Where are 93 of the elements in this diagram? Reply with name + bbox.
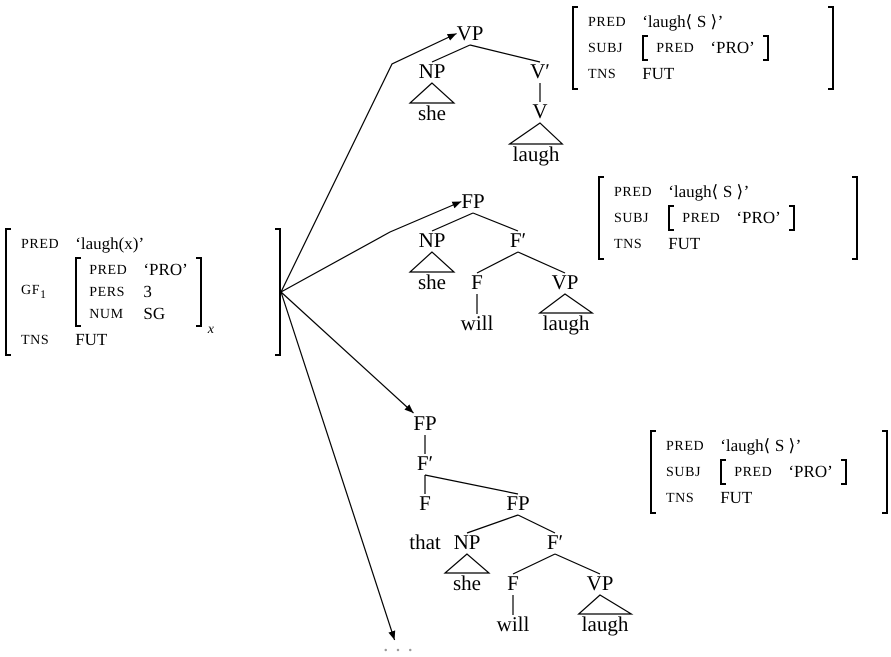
- tree-node-label: laugh: [542, 313, 590, 334]
- feature-value: ‘laugh⟨ S ⟩’: [720, 436, 802, 455]
- branch-line: [476, 294, 478, 314]
- tree-node-label: VP: [456, 23, 484, 44]
- feature-value: FUT: [720, 488, 752, 507]
- tree-node-label: will: [496, 614, 530, 635]
- feature-value: 3: [143, 282, 152, 301]
- attribute-value-matrix: [572, 6, 834, 90]
- feature-name: PRED: [682, 210, 720, 226]
- attribute-value-matrix: [668, 205, 795, 231]
- branch-line: [518, 514, 556, 534]
- constituent-triangle: [408, 82, 456, 104]
- feature-name: PRED: [656, 40, 694, 56]
- tree-node-label: she: [418, 103, 446, 124]
- feature-name: TNS: [614, 236, 642, 252]
- feature-name: TNS: [21, 332, 50, 348]
- ellipsis: · · ·: [382, 640, 414, 657]
- feature-name: PRED: [734, 464, 772, 480]
- tree-node-label: NP: [418, 61, 446, 82]
- branch-line: [424, 474, 518, 495]
- feature-name: SUBJ: [614, 210, 650, 226]
- tree-node-label: V′: [530, 61, 550, 82]
- feature-value: ‘laugh(x)’: [75, 234, 144, 253]
- feature-value: SG: [143, 304, 166, 323]
- tree-node-label: FP: [506, 493, 530, 514]
- constituent-triangle: [443, 553, 491, 574]
- tree-node-label: she: [418, 272, 446, 293]
- feature-value: ‘PRO’: [710, 38, 755, 57]
- branch-line: [554, 553, 600, 575]
- branch-line: [539, 83, 541, 102]
- branch-line: [424, 475, 426, 494]
- feature-value: FUT: [668, 234, 700, 253]
- tree-node-label: laugh: [582, 614, 628, 635]
- constituent-triangle: [538, 293, 594, 314]
- attribute-value-matrix: [642, 35, 769, 61]
- feature-name: TNS: [666, 490, 694, 506]
- branch-line: [518, 251, 566, 274]
- arrow: [280, 200, 462, 293]
- branch-line: [472, 212, 518, 232]
- tree-node-label: F: [471, 272, 483, 293]
- attribute-value-matrix: [598, 176, 858, 260]
- tree-node-label: FP: [461, 191, 485, 212]
- feature-value: ‘laugh⟨ S ⟩’: [642, 12, 724, 31]
- feature-value: ‘PRO’: [788, 462, 833, 481]
- tree-node-label: FP: [413, 413, 437, 434]
- feature-value: ‘PRO’: [736, 208, 781, 227]
- constituent-triangle: [508, 122, 564, 145]
- feature-value: ‘PRO’: [143, 260, 188, 279]
- arrow: [280, 292, 414, 414]
- tree-node-label: F′: [546, 532, 564, 553]
- feature-name: PRED: [666, 438, 704, 454]
- tree-node-label: F′: [510, 230, 526, 251]
- branch-line: [424, 435, 426, 454]
- constituent-triangle: [408, 251, 456, 273]
- feature-name: SUBJ: [588, 40, 624, 56]
- tree-node-label: NP: [418, 230, 446, 251]
- feature-name: PRED: [21, 236, 60, 252]
- feature-name: PRED: [614, 184, 652, 200]
- branch-line: [476, 251, 518, 274]
- tree-node-label: VP: [552, 272, 578, 293]
- tree-node-label: V: [532, 101, 548, 122]
- branch-line: [432, 212, 474, 232]
- arrow: [280, 292, 396, 640]
- feature-value: FUT: [75, 330, 108, 349]
- tree-node-label: she: [453, 573, 481, 594]
- feature-name: GF$_{1}$: [21, 283, 47, 298]
- tree-node-label: NP: [454, 532, 480, 553]
- branch-line: [512, 553, 556, 575]
- tree-node-label: will: [460, 313, 494, 334]
- tree-node-label: F: [419, 493, 431, 514]
- feature-value: ‘laugh⟨ S ⟩’: [668, 182, 750, 201]
- feature-value: FUT: [642, 64, 674, 83]
- index-subscript: x: [208, 323, 214, 337]
- feature-name: SUBJ: [666, 464, 702, 480]
- attribute-value-matrix: [650, 430, 888, 514]
- tree-node-label: F: [507, 573, 519, 594]
- feature-name: PRED: [588, 14, 626, 30]
- feature-name: PRED: [89, 262, 128, 278]
- constituent-triangle: [577, 594, 634, 615]
- tree-node-label: F′: [416, 453, 434, 474]
- word-label: that: [409, 532, 441, 553]
- branch-line: [512, 595, 514, 615]
- feature-name: NUM: [89, 306, 124, 322]
- arrow: [280, 32, 457, 292]
- attribute-value-matrix: [720, 459, 847, 485]
- feature-name: TNS: [588, 66, 616, 82]
- tree-node-label: laugh: [512, 144, 560, 165]
- branch-line: [466, 514, 518, 534]
- tree-node-label: VP: [586, 573, 614, 594]
- branch-line: [470, 44, 540, 63]
- feature-name: PERS: [89, 284, 126, 300]
- branch-line: [432, 44, 470, 63]
- attribute-value-matrix: [5, 228, 281, 356]
